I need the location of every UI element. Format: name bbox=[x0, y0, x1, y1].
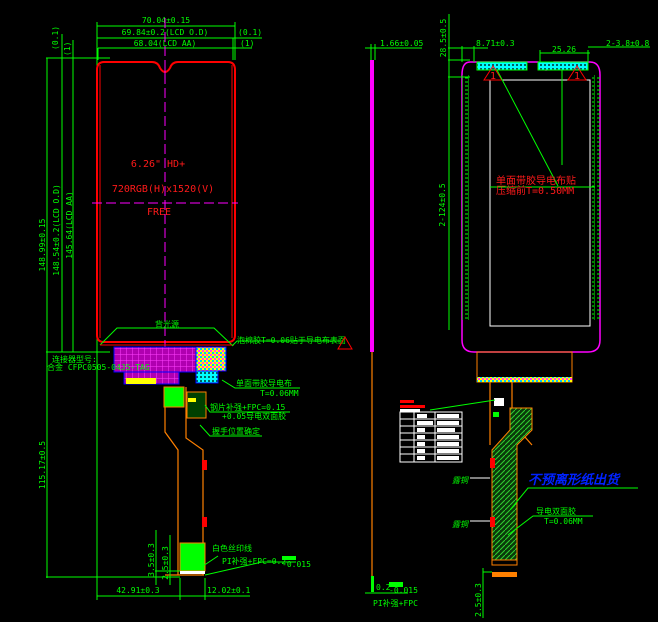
pi-stiffener-note: PI补强+FPC=0.2 bbox=[222, 556, 286, 566]
back-view: 1 1 28.5±0.5 8.71±0.3 25.26 2-3.8±0.8 2-… bbox=[399, 14, 650, 618]
aa-tol: (1) bbox=[240, 39, 254, 48]
panel-outline bbox=[96, 61, 236, 343]
exposed-copper-note-2: 露铜 bbox=[452, 520, 470, 529]
warning-number-2: 1 bbox=[574, 71, 580, 82]
aa-width-dim: 68.04(LCD AA) bbox=[134, 39, 197, 48]
centerlines bbox=[92, 18, 238, 352]
conductive-tape-note: 导电双面胶 bbox=[536, 506, 576, 516]
model-value: 合金 CFPC0505-04J5-TAG bbox=[47, 362, 150, 372]
side-view: 1.66±0.05 0.2 -0.015 PI补强+FPC bbox=[365, 39, 424, 608]
top-dimensions: 70.04±0.15 69.84±0.2(LCD O.D) 68.04(LCD … bbox=[96, 16, 262, 60]
conductive-cloth-note: 单面带胶导电布 bbox=[236, 378, 292, 388]
tape-width-dim: 25.26 bbox=[552, 45, 576, 54]
od-tol: (0.1) bbox=[238, 28, 262, 37]
left-tol-a: (0.1) bbox=[51, 26, 60, 50]
left-offset-dim: 8.71±0.3 bbox=[476, 39, 515, 48]
bezel-note: 背光源 bbox=[155, 319, 179, 329]
bottom-note: PI补强+FPC bbox=[373, 598, 418, 608]
fpc-tail bbox=[491, 407, 533, 561]
pin-table bbox=[399, 411, 463, 463]
aa-height-dim: 145.64(LCD AA) bbox=[65, 191, 74, 258]
cloth-note: 单面带胶导电布贴 bbox=[496, 174, 576, 187]
outline-width-dim: 70.04±0.15 bbox=[142, 16, 190, 25]
od-height-dim: 148.54±0.2(LCD O.D) bbox=[52, 184, 61, 276]
backlight-area bbox=[489, 79, 591, 327]
warning-number-1: 1 bbox=[490, 71, 496, 82]
conductive-tape-t: T=0.06MM bbox=[544, 517, 583, 526]
fpc-width-dim: 12.02±0.1 bbox=[207, 586, 251, 595]
conductive-cloth-t: T=0.06MM bbox=[260, 389, 299, 398]
release-paper-note: 不预离形纸出货 bbox=[528, 472, 621, 488]
thickness-dim: 1.66±0.05 bbox=[380, 39, 424, 48]
fpc-length-dim: 115.17±0.5 bbox=[38, 441, 47, 489]
size-label: 6.26" HD+ bbox=[131, 159, 185, 170]
back-outline bbox=[461, 61, 601, 353]
resolution-label: 720RGB(H)x1520(V) bbox=[112, 184, 214, 195]
front-view: 70.04±0.15 69.84±0.2(LCD O.D) 68.04(LCD … bbox=[38, 16, 353, 600]
bottom-dim-back: 2.5±0.3 bbox=[474, 583, 483, 617]
left-tol-b: (1) bbox=[63, 42, 72, 56]
left-dimensions: (0.1) (1) 148.99±0.15 148.54±0.2(LCD O.D… bbox=[38, 26, 180, 600]
warning-icon bbox=[337, 336, 353, 350]
tape-note: 泡棉胶T=0.06贴于导电布表面 bbox=[237, 335, 346, 345]
mid-height-dim: 2-124±0.5 bbox=[438, 183, 447, 227]
pi-tol: -0.015 bbox=[282, 560, 311, 569]
bottom-tol: -0.015 bbox=[389, 586, 418, 595]
free-label: FREE bbox=[147, 207, 171, 218]
model-label: 连接器型号: bbox=[52, 354, 97, 364]
top-height-dim: 28.5±0.5 bbox=[439, 19, 448, 58]
silk-note: 白色丝印线 bbox=[212, 543, 252, 553]
exposed-copper-note-1: 露铜 bbox=[452, 476, 470, 485]
fpc-offset-dim: 42.91±0.3 bbox=[116, 586, 160, 595]
bottom-dim: 0.2 bbox=[376, 583, 391, 592]
hand-position-note: 握手位置确定 bbox=[212, 426, 260, 436]
stiffener-note-2: +0.05导电双面胶 bbox=[222, 411, 286, 421]
outline-height-dim: 148.99±0.15 bbox=[38, 218, 47, 271]
stiffener-dim-b: 2.5±0.3 bbox=[161, 546, 170, 580]
stiffener-dim-a: 3.5±0.3 bbox=[147, 543, 156, 577]
cloth-t: 压缩前T=0.50MM bbox=[496, 184, 574, 197]
stiffener-note: 钢片补强+FPC=0.15 bbox=[210, 402, 286, 412]
right-offset-dim: 2-3.8±0.8 bbox=[606, 39, 650, 48]
